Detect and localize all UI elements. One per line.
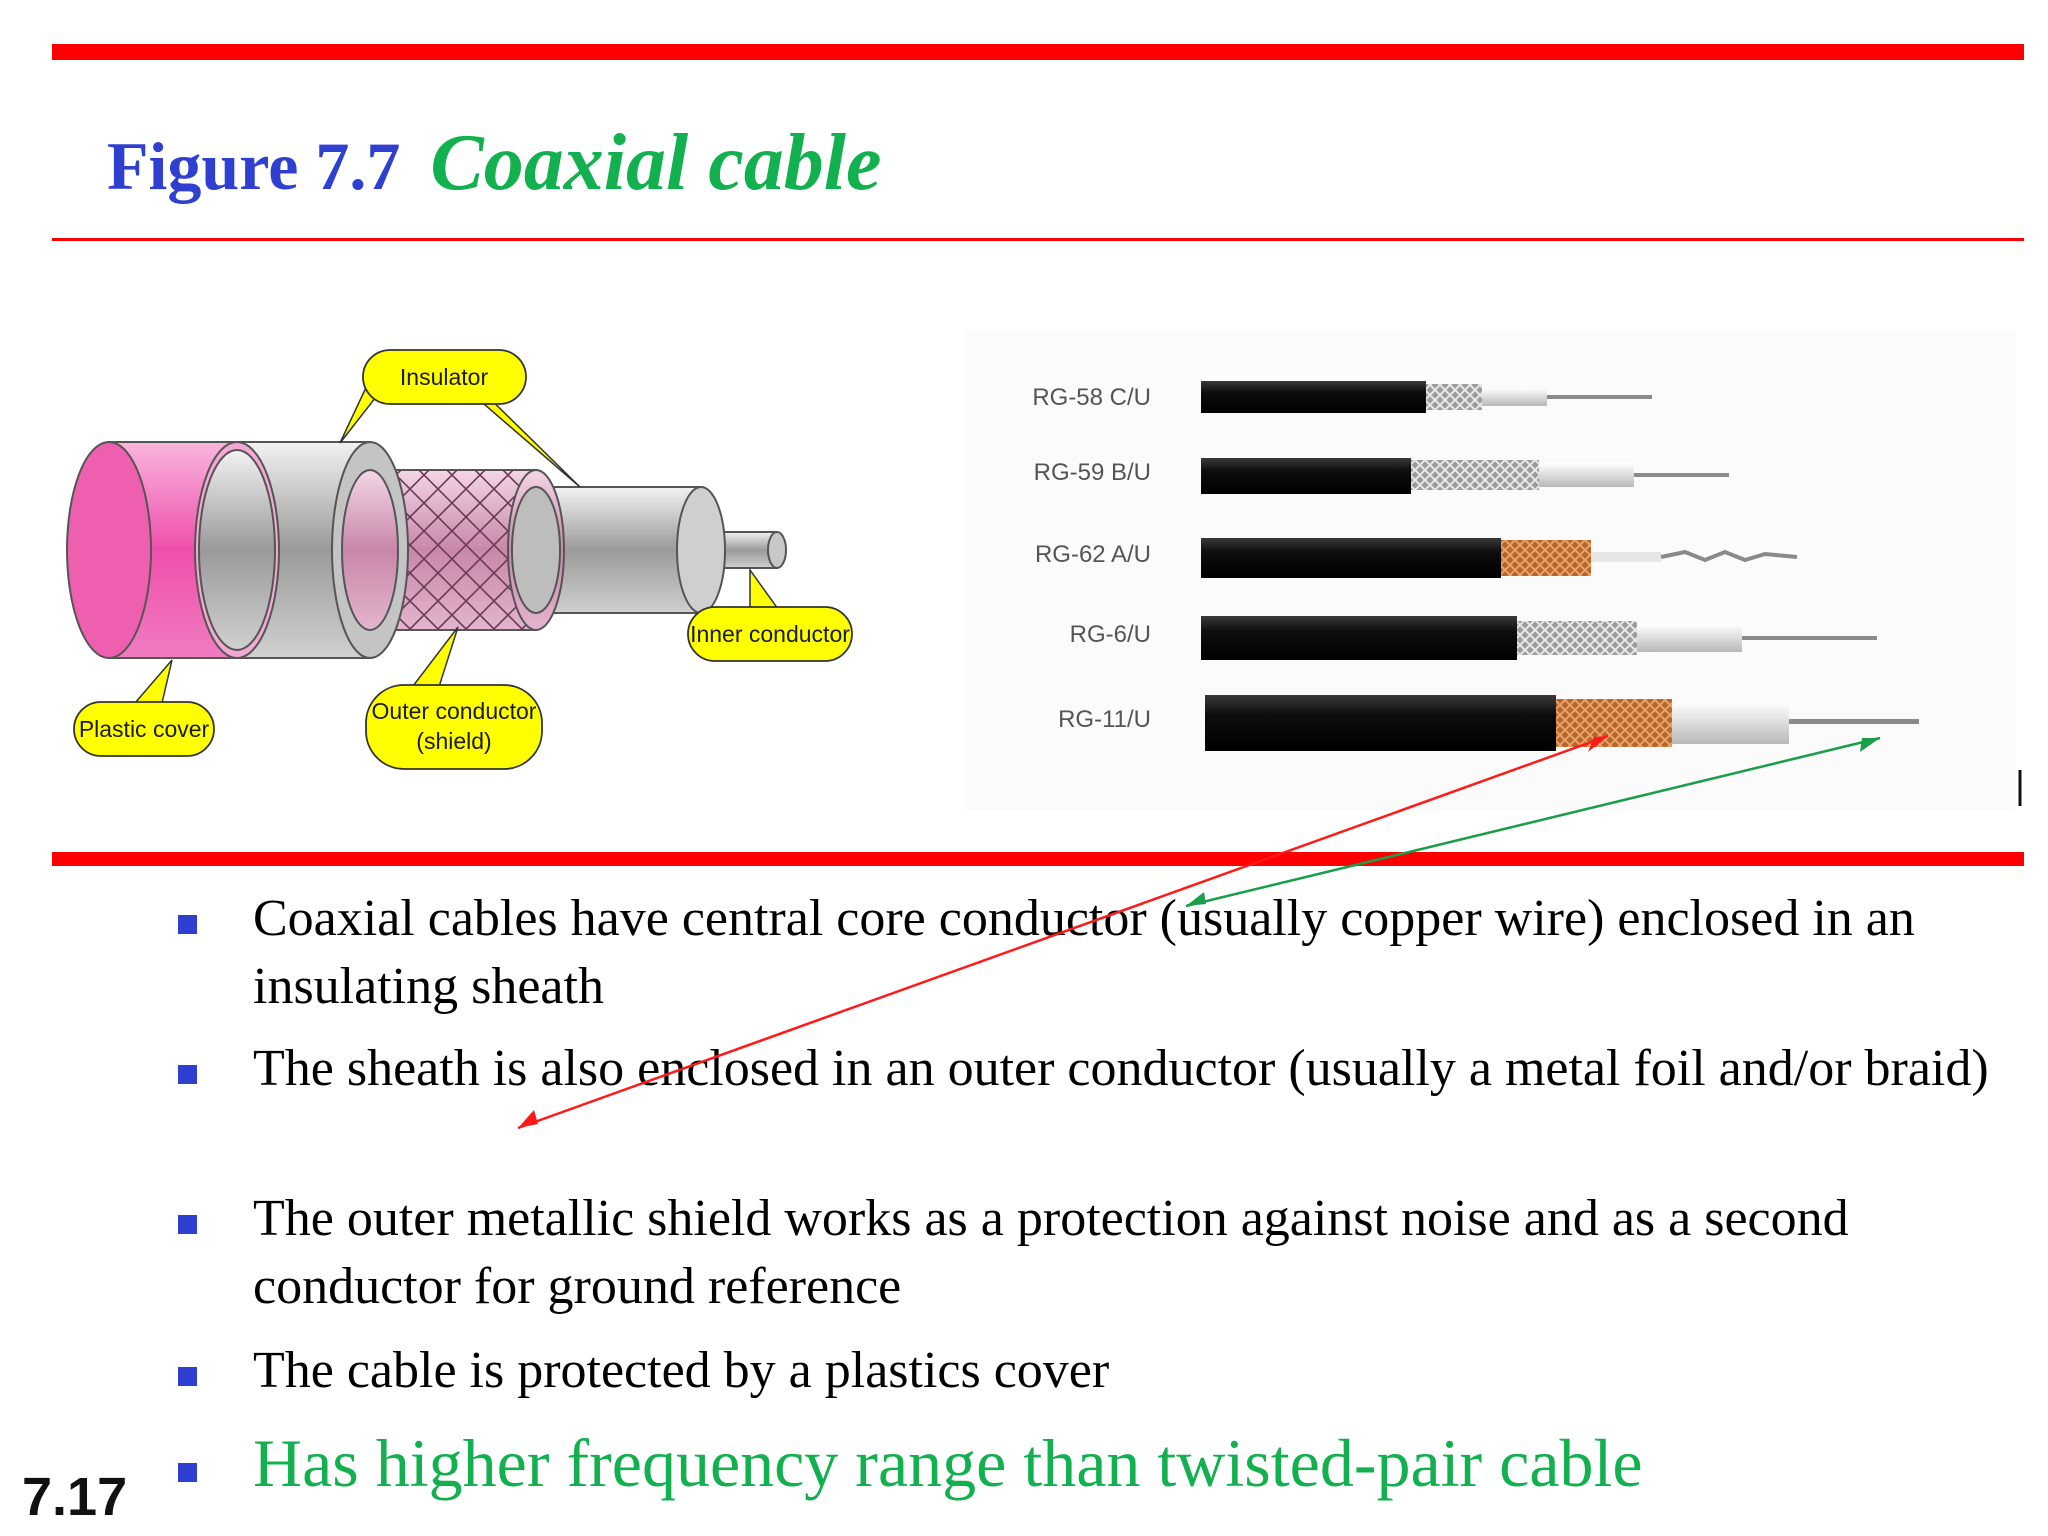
coaxial-cable-diagram: Insulator Inner conductor Outer conducto… [66,349,853,770]
callout-inner-conductor-label: Inner conductor [690,621,850,647]
slide-title: Figure 7.7 Coaxial cable [107,118,881,209]
cable-label-rg6: RG-6/U [1070,621,1151,648]
plastic-cover-jacket [66,441,280,659]
bullet-square-icon [178,1215,197,1234]
callout-inner-conductor: Inner conductor [687,606,853,662]
bullet-text: The cable is protected by a plastics cov… [253,1342,1110,1399]
bullet-square-icon [178,1065,197,1084]
callout-outer-conductor-label-line1: Outer conductor [372,698,537,724]
bullet-square-icon [178,1367,197,1386]
callout-insulator-label: Insulator [400,364,489,390]
callout-outer-conductor: Outer conductor (shield) [365,684,543,770]
inner-conductor-pointer [749,567,780,610]
cable-rg59: RG-59 B/U [1034,458,1729,494]
outer-conductor-pointer [408,626,459,691]
bullet-text: The sheath is also enclosed in an outer … [253,1040,1989,1097]
callout-insulator: Insulator [362,349,527,405]
callout-plastic-cover-label: Plastic cover [79,716,210,742]
bullet-text-highlight: Has higher frequency range than twisted-… [253,1425,1643,1501]
cable-label-rg59: RG-59 B/U [1034,459,1151,486]
title-underline-rule [52,238,2024,241]
callout-plastic-cover: Plastic cover [73,701,215,757]
cable-rg6: RG-6/U [1070,616,1877,660]
bullet-text: Coaxial cables have central core conduct… [253,890,1915,1015]
plastic-cover-pointer [133,659,173,704]
top-red-rule [52,44,2024,60]
bottom-red-rule [52,852,2024,866]
bullet-square-icon [178,1463,197,1482]
red-arrowhead-bottom [518,1110,538,1128]
cable-label-rg62: RG-62 A/U [1035,541,1151,568]
cable-samples-photo: RG-58 C/U RG-59 B/U RG-62 A/U RG-6/U RG-… [965,330,2015,810]
callout-outer-conductor-label-line2: (shield) [416,728,491,754]
figure-title: Coaxial cable [430,119,882,207]
cable-rg58: RG-58 C/U [1032,381,1652,413]
bullet-square-icon [178,915,197,934]
cable-label-rg11: RG-11/U [1058,706,1151,733]
cable-rg62: RG-62 A/U [1035,538,1798,578]
bullet-text: The outer metallic shield works as a pro… [253,1190,1849,1315]
cable-label-rg58: RG-58 C/U [1032,384,1151,411]
page-number: 7.17 [22,1467,128,1527]
figure-number: Figure 7.7 [107,128,401,204]
